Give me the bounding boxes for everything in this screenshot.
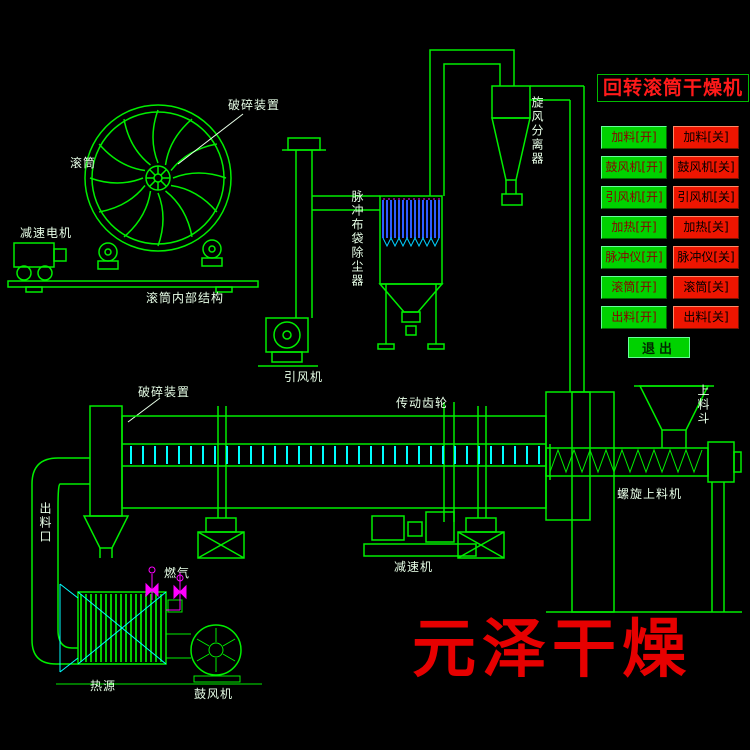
on-button-column: 加料[开] 鼓风机[开] 引风机[开] 加热[开] 脉冲仪[开] 滚筒[开] 出… (601, 126, 667, 329)
rotary-drum-drawing (31, 385, 742, 665)
discharge-off-button[interactable]: 出料[关] (673, 306, 739, 329)
page-title: 回转滚筒干燥机 (597, 74, 749, 102)
label-crusher-device-main: 破碎装置 (138, 385, 191, 399)
heat-source-drawing (56, 583, 262, 685)
gas-valve-train (145, 566, 187, 611)
label-gear-motor: 减速电机 (20, 226, 73, 240)
label-blower-fan: 鼓风机 (194, 687, 234, 701)
off-button-column: 加料[关] 鼓风机[关] 引风机[关] 加热[关] 脉冲仪[关] 滚筒[关] 出… (673, 126, 739, 329)
label-reducer: 减速机 (394, 560, 434, 574)
screw-spiral (549, 448, 703, 474)
discharge-on-button[interactable]: 出料[开] (601, 306, 667, 329)
heating-on-button[interactable]: 加热[开] (601, 216, 667, 239)
dedusting-system-drawing (258, 49, 585, 392)
leader-lines (127, 113, 244, 423)
pulse-off-button[interactable]: 脉冲仪[关] (673, 246, 739, 269)
label-gas: 燃气 (164, 566, 191, 580)
exit-button[interactable]: 退出 (628, 337, 690, 358)
label-heat-source: 热源 (90, 679, 117, 693)
drum-on-button[interactable]: 滚筒[开] (601, 276, 667, 299)
label-drum-internal-structure: 滚筒内部结构 (146, 291, 225, 305)
blower-on-button[interactable]: 鼓风机[开] (601, 156, 667, 179)
watermark-text: 元泽干燥 (412, 612, 692, 687)
label-pulse-bag-dust-collector: 脉冲布袋除尘器 (350, 190, 364, 288)
drum-cross-section-drawing (7, 104, 259, 293)
label-screw-feeder: 螺旋上料机 (617, 487, 683, 501)
induced-fan-on-button[interactable]: 引风机[开] (601, 186, 667, 209)
feed-on-button[interactable]: 加料[开] (601, 126, 667, 149)
label-drum: 滚筒 (70, 156, 97, 170)
blower-off-button[interactable]: 鼓风机[关] (673, 156, 739, 179)
label-cyclone-separator: 旋风分离器 (530, 96, 544, 166)
label-drive-gear: 传动齿轮 (396, 396, 449, 410)
label-feed-hopper: 上料斗 (696, 384, 710, 426)
filter-bag-bottoms (382, 236, 440, 248)
pulse-on-button[interactable]: 脉冲仪[开] (601, 246, 667, 269)
drum-off-button[interactable]: 滚筒[关] (673, 276, 739, 299)
label-induced-draft-fan: 引风机 (284, 370, 324, 384)
feed-off-button[interactable]: 加料[关] (673, 126, 739, 149)
label-discharge-port: 出料口 (38, 502, 52, 544)
heating-off-button[interactable]: 加热[关] (673, 216, 739, 239)
label-crusher-device-top: 破碎装置 (228, 98, 281, 112)
induced-fan-off-button[interactable]: 引风机[关] (673, 186, 739, 209)
